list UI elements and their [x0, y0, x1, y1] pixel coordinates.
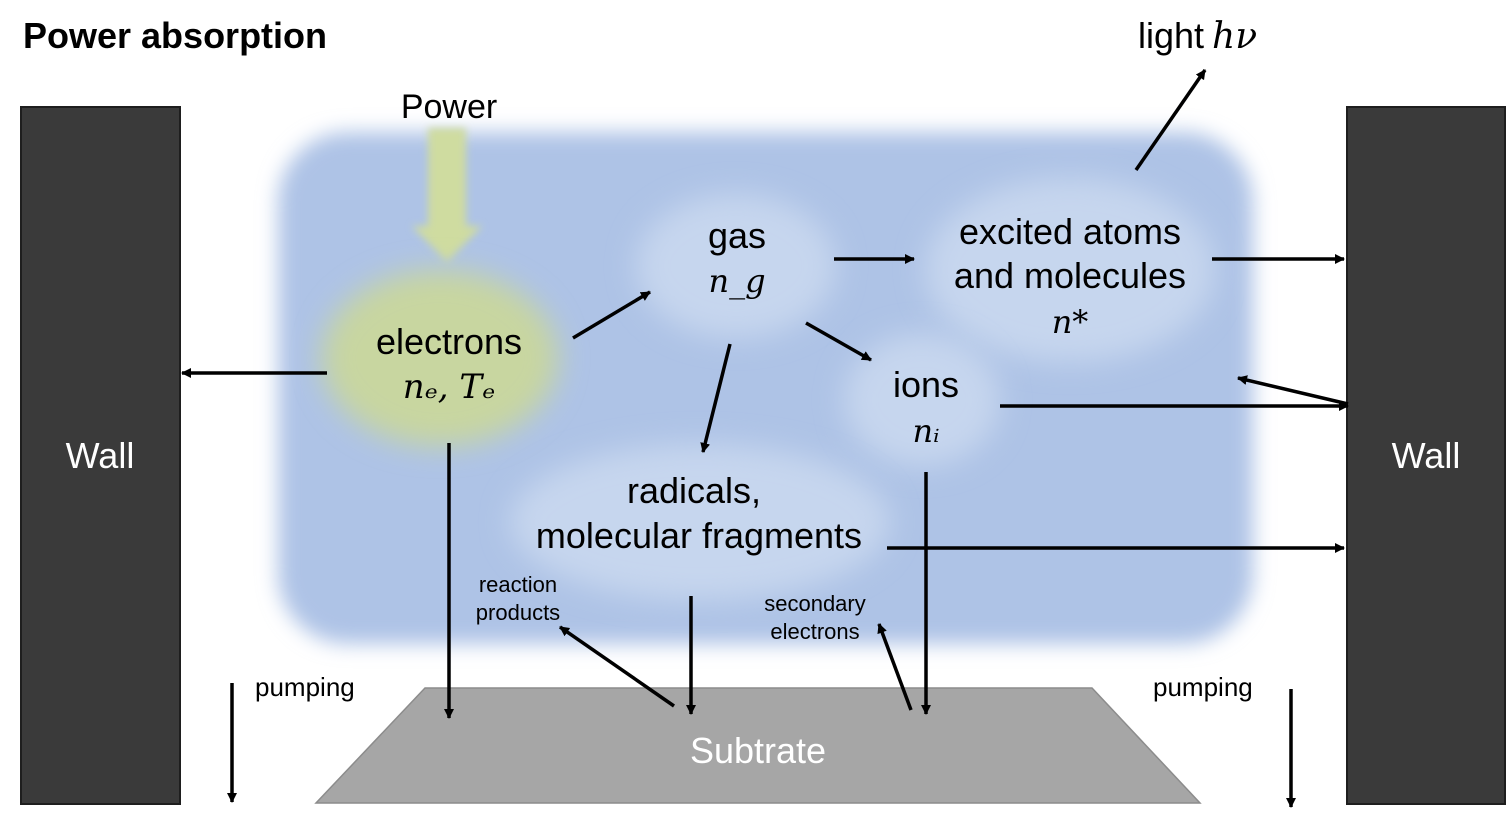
- ions-blob: [844, 334, 1000, 466]
- electrons-symbol: nₑ, Tₑ: [403, 367, 496, 407]
- excited-symbol: n*: [1052, 303, 1089, 341]
- substrate-label: Subtrate: [690, 730, 826, 771]
- power-arrow: [412, 128, 482, 262]
- diagram-title: Power absorption: [23, 15, 327, 56]
- arrow-gas-to-radicals: [700, 343, 732, 453]
- excited-label-2: and molecules: [954, 255, 1186, 296]
- right-wall: [1346, 106, 1506, 805]
- excited-blob: [925, 178, 1215, 362]
- secondary-electrons-label-1: secondary: [764, 591, 866, 616]
- light-symbol: hν: [1212, 16, 1257, 57]
- ions-label: ions: [893, 364, 959, 405]
- gas-label: gas: [708, 215, 766, 256]
- gas-blob: [636, 194, 836, 338]
- radicals-label-2: molecular fragments: [536, 515, 862, 556]
- gas-symbol: n_g: [708, 262, 765, 300]
- radicals-label-1: radicals,: [627, 470, 761, 511]
- arrow-gas-to-ions: [805, 321, 872, 362]
- arrow-wall-reflection: [1237, 375, 1349, 406]
- pumping-left-label: pumping: [255, 672, 355, 702]
- ions-symbol: nᵢ: [912, 412, 939, 450]
- right-wall-label: Wall: [1392, 435, 1461, 476]
- arrow-secondary-electrons: [877, 623, 913, 711]
- power-label: Power: [401, 88, 497, 126]
- electrons-label: electrons: [376, 321, 522, 362]
- substrate: [314, 687, 1202, 804]
- reaction-products-label-2: products: [476, 600, 560, 625]
- secondary-electrons-label-2: electrons: [770, 619, 859, 644]
- left-wall-label: Wall: [66, 435, 135, 476]
- excited-label-1: excited atoms: [959, 211, 1181, 252]
- electrons-blob: [322, 270, 558, 446]
- arrow-reaction-products: [559, 625, 675, 708]
- reaction-products-label-1: reaction: [479, 572, 557, 597]
- left-wall: [20, 106, 181, 805]
- pumping-right-label: pumping: [1153, 672, 1253, 702]
- arrow-electrons-to-gas: [572, 290, 651, 340]
- radicals-blob: [510, 444, 890, 600]
- arrow-excited-to-light: [1134, 69, 1207, 171]
